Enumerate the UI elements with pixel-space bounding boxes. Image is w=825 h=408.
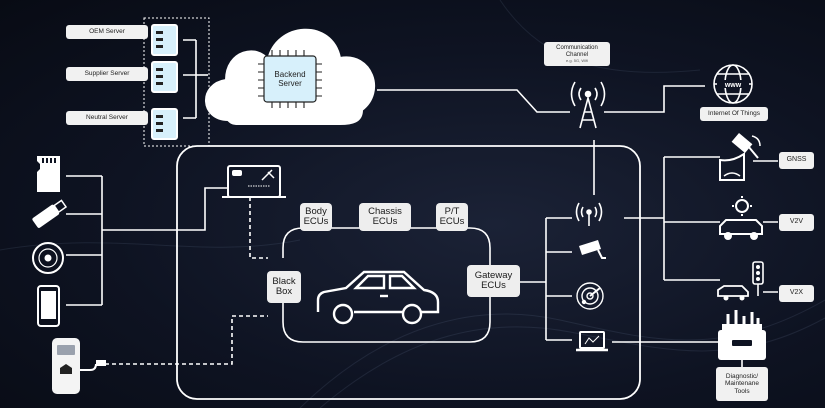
v2v-label: V2V <box>779 214 814 231</box>
chip-icon <box>258 50 322 108</box>
backend-server-label: Backend Server <box>266 70 314 88</box>
gateway-ecus-line1: Gateway <box>474 269 513 281</box>
diagnostic-line2: Maintenane <box>725 380 759 388</box>
black-box-line2: Box <box>275 286 293 297</box>
globe-icon: www <box>713 64 753 104</box>
black-box-label: Black Box <box>267 271 301 303</box>
body-ecus-line2: ECUs <box>303 216 329 227</box>
chassis-ecus-label: Chassis ECUs <box>359 203 411 231</box>
body-ecus-label: Body ECUs <box>300 203 332 231</box>
sd-card-icon <box>37 156 60 192</box>
pt-ecus-line1: P/T <box>444 205 460 217</box>
server-rack-icon <box>151 24 178 56</box>
wireless-antenna-icon <box>575 202 603 226</box>
antenna-tower-icon <box>570 81 606 129</box>
chassis-ecus-line2: ECUs <box>372 216 398 227</box>
svg-text:www: www <box>724 82 742 89</box>
backend-server-line1: Backend <box>274 70 306 79</box>
vehicle-boundary <box>176 145 641 400</box>
diagnostic-line3: Tools <box>734 387 750 395</box>
supplier-server-label: Supplier Server <box>66 67 148 81</box>
gateway-ecus-line2: ECUs <box>481 280 506 291</box>
toolbox-icon <box>718 310 766 360</box>
neutral-server-label: Neutral Server <box>66 111 148 125</box>
black-box-line1: Black <box>272 275 296 287</box>
ev-charger-icon <box>52 338 106 394</box>
cloud-icon <box>205 28 376 125</box>
dashed-lines <box>105 197 268 365</box>
traffic-light-icon <box>717 261 764 301</box>
backend-server-line2: Server <box>278 79 302 89</box>
server-racks <box>143 17 210 147</box>
diagnostic-line1: Diagnostic/ <box>725 372 759 380</box>
camera-icon <box>579 240 606 259</box>
gnss-label: GNSS <box>779 152 814 169</box>
communication-channel-line1: Communication <box>556 44 598 51</box>
server-rack-icon <box>151 61 178 93</box>
body-ecus-line1: Body <box>305 205 327 217</box>
diagnostic-tools-label: Diagnostic/ Maintenane Tools <box>716 367 768 401</box>
cd-disc-icon <box>32 242 64 274</box>
gateway-ecus-label: Gateway ECUs <box>467 265 520 297</box>
chassis-ecus-line1: Chassis <box>368 205 402 217</box>
communication-channel-sub: e.g. 5G, Wifi <box>565 57 588 63</box>
usb-stick-icon <box>32 199 68 228</box>
pt-ecus-label: P/T ECUs <box>436 203 468 231</box>
communication-channel-line2: Channel <box>565 51 589 58</box>
internet-of-things-label: Internet Of Things <box>700 107 768 121</box>
smartphone-icon <box>37 285 60 327</box>
v2x-label: V2X <box>779 285 814 302</box>
connection-lines <box>66 39 778 368</box>
pt-ecus-line2: ECUs <box>439 216 465 227</box>
radar-icon <box>576 282 604 310</box>
car-icon <box>316 270 440 325</box>
server-rack-icon <box>151 108 178 140</box>
communication-channel-label: Communication Channel e.g. 5G, Wifi <box>544 42 610 66</box>
infotainment-screen-icon <box>222 165 286 198</box>
car-icon <box>719 196 763 240</box>
laptop-icon <box>576 331 608 352</box>
oem-server-label: OEM Server <box>66 25 148 39</box>
satellite-icon <box>719 132 761 181</box>
